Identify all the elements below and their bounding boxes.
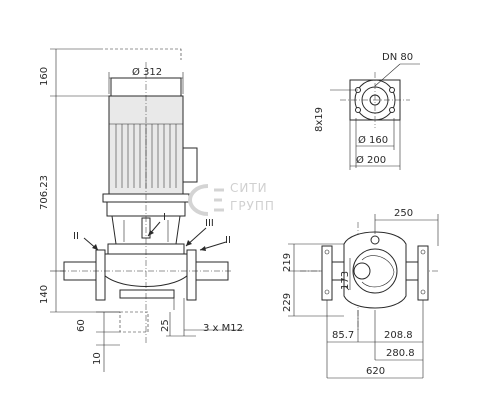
dim-base-10: 10 xyxy=(92,352,103,365)
dim-motor-diameter: Ø 312 xyxy=(132,66,162,78)
label-arrow-I: I xyxy=(163,212,166,223)
dim-radius-173: 173 xyxy=(340,271,351,290)
dim-b-85-7: 85.7 xyxy=(332,330,354,341)
terminal-box xyxy=(182,147,198,183)
flange-detail: DN 80 8x19 Ø 160 Ø 200 xyxy=(314,52,420,170)
dim-b-280-8: 280.8 xyxy=(386,348,415,359)
dim-b-208-8: 208.8 xyxy=(384,330,413,341)
label-arrow-II-left: II xyxy=(73,231,79,242)
label-arrow-II-right: II xyxy=(225,235,231,246)
inlet-arrows xyxy=(83,221,227,251)
watermark-line1: СИТИ xyxy=(230,181,268,195)
dim-flange-holes: 8x19 xyxy=(314,107,325,132)
dim-flange-dn: DN 80 xyxy=(382,52,413,63)
dim-base-60: 60 xyxy=(76,319,87,332)
dim-bolts: 3 x M12 xyxy=(203,323,243,334)
pump-plan-view: 250 219 229 173 85.7 208.8 280.8 620 xyxy=(282,208,440,379)
dim-top-250: 250 xyxy=(394,208,413,219)
dim-lower-height: 140 xyxy=(39,285,50,304)
dim-flange-d200: Ø 200 xyxy=(356,154,386,166)
dim-side-229: 229 xyxy=(282,293,293,312)
dim-body-height: 706.23 xyxy=(39,175,50,210)
pump-side-view: II I III II Ø 312 160 706.23 140 60 10 2… xyxy=(39,48,244,372)
label-arrow-III: III xyxy=(205,218,214,229)
discharge-flange xyxy=(186,249,197,301)
suction-flange xyxy=(95,249,106,301)
dim-bolt-25: 25 xyxy=(160,319,171,332)
pump-housing xyxy=(99,253,193,287)
dim-total-620: 620 xyxy=(366,366,385,377)
watermark-logo: СИТИ ГРУПП xyxy=(187,181,275,216)
watermark-line2: ГРУПП xyxy=(230,199,275,213)
dim-side-219: 219 xyxy=(282,253,293,272)
dim-motor-height: 160 xyxy=(39,67,50,86)
dim-flange-d160: Ø 160 xyxy=(358,134,388,146)
base-support-dashed xyxy=(119,311,149,333)
